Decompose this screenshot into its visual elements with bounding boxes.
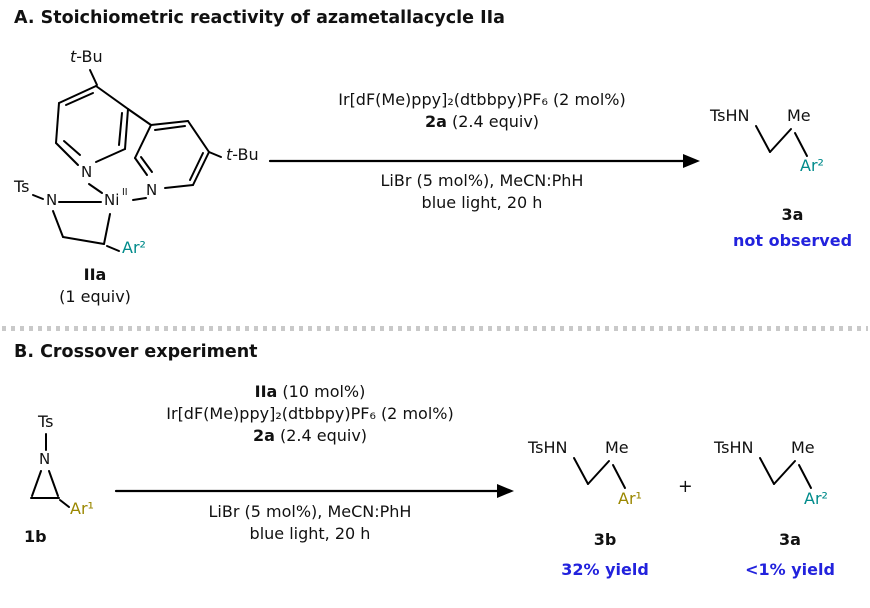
pyridine-left-n-label: N [81,163,93,181]
product-3b-bonds [573,457,626,489]
product-3a-b-aryl-label: Ar² [804,489,828,508]
product-3a-b-yield: <1% yield [745,560,835,579]
complex-stoichiometry: (1 equiv) [59,287,131,306]
panel-b-title: B. Crossover experiment [14,342,258,362]
iia-structure-bonds [32,69,222,252]
conditions-a-additives: LiBr (5 mol%), MeCN:PhH [380,171,584,190]
product-3b-amine-label: TsHN [528,438,568,457]
product-3a-b-amine-label: TsHN [714,438,754,457]
substrate-ar1-label: Ar¹ [70,499,94,518]
tbu-top-label: t-Bu [70,47,103,66]
conditions-a-reagent-rest: (2.4 equiv) [446,112,540,131]
substrate-n-label: N [39,450,51,468]
tbu-top-rest: -Bu [76,47,103,66]
conditions-b-catalyst: IIa (10 mol%) [110,382,510,401]
substrate-ts-label: Ts [38,412,54,431]
conditions-a-light: blue light, 20 h [421,193,543,212]
conditions-b-catalyst-rest: (10 mol%) [277,382,366,401]
conditions-b-catalyst-bold: IIa [254,382,278,401]
tbu-right-label: t-Bu [226,145,259,164]
pyridine-right-n-label: N [146,181,158,199]
product-3b-name: 3b [593,530,617,549]
nickel-oxidation-state: II [122,187,128,198]
product-3a-aryl-label: Ar² [800,156,824,175]
reaction-arrow-b [114,484,514,498]
conditions-a-photocatalyst: Ir[dF(Me)ppy]₂(dtbbpy)PF₆ (2 mol%) [338,90,626,109]
tbu-right-rest: -Bu [232,145,259,164]
product-3a-b-name: 3a [779,530,801,549]
panel-divider [2,326,868,331]
tbu-right-italic-t: t [226,145,233,164]
conditions-b-reagent: 2a (2.4 equiv) [110,426,510,445]
amide-n-label: N [46,191,58,209]
plus-sign: + [678,477,693,497]
conditions-b-reagent-bold: 2a [252,426,275,445]
product-3b-methyl-label: Me [605,438,629,457]
product-3b-yield: 32% yield [561,560,649,579]
tosyl-label: Ts [14,177,30,196]
substrate-name: 1b [24,527,47,546]
product-3a-name: 3a [781,205,804,224]
conditions-b-photocatalyst: Ir[dF(Me)ppy]₂(dtbbpy)PF₆ (2 mol%) [166,404,454,423]
aziridine-1b-bonds [30,433,70,508]
conditions-b-reagent-rest: (2.4 equiv) [274,426,368,445]
product-3a-methyl-label: Me [787,106,811,125]
reaction-arrow-a [268,154,700,168]
conditions-a-reagent: 2a (2.4 equiv) [262,112,702,131]
product-3a-b-methyl-label: Me [791,438,815,457]
product-3b-aryl-label: Ar¹ [618,489,642,508]
complex-name: IIa [83,265,107,284]
product-3a-outcome: not observed [732,231,853,250]
conditions-a-reagent-bold: 2a [424,112,447,131]
conditions-b-additives: LiBr (5 mol%), MeCN:PhH [208,502,412,521]
conditions-b-light: blue light, 20 h [249,524,371,543]
tbu-top-italic-t: t [70,47,77,66]
ar2-label-complex: Ar² [122,238,146,257]
product-3a-crossover-bonds [759,457,812,489]
nickel-label: Ni [104,191,120,209]
panel-a-title: A. Stoichiometric reactivity of azametal… [14,8,505,28]
product-3a-amine-label: TsHN [710,106,750,125]
product-3a-bonds [755,125,808,157]
